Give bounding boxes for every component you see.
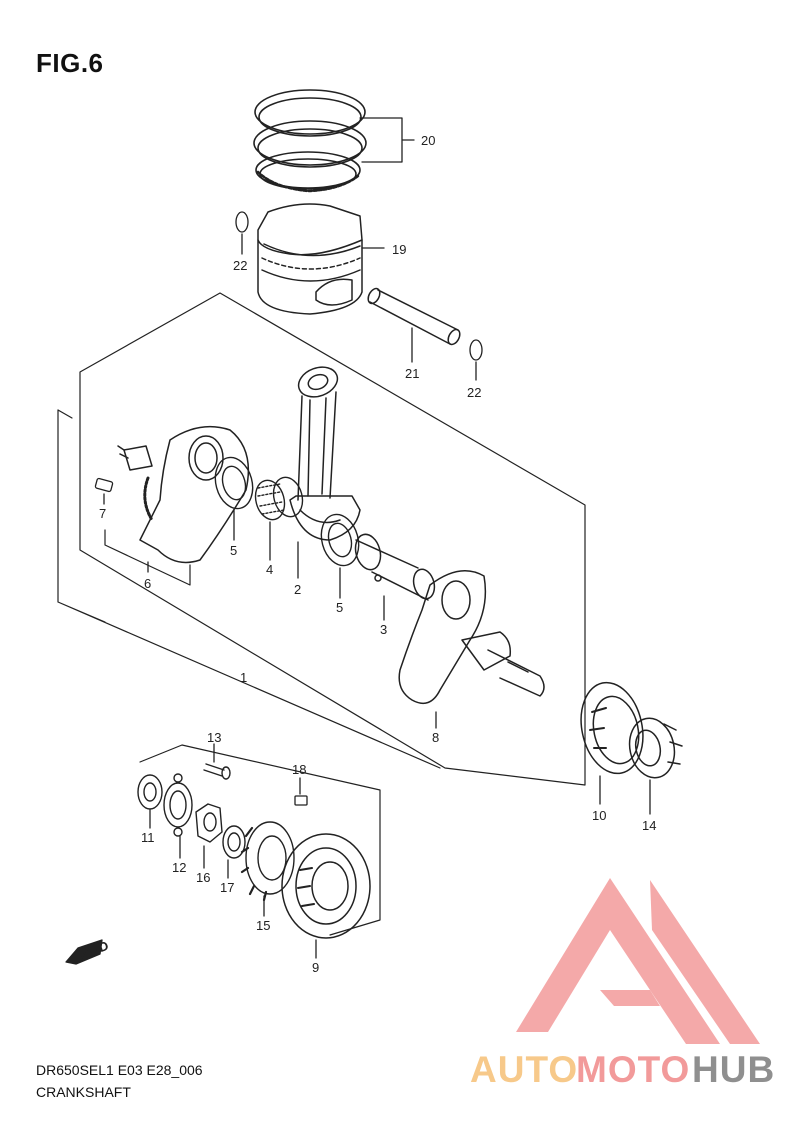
bearing-retainer: [163, 773, 193, 837]
crankshaft-nut: [628, 717, 683, 779]
callout-19: 19: [392, 242, 406, 257]
thrust-washer-left: [214, 456, 254, 510]
fwd-label: FWD: [78, 938, 111, 962]
diagram-name: CRANKSHAFT: [36, 1084, 131, 1100]
leader-20: [359, 117, 415, 163]
piston: [257, 203, 363, 315]
callout-22a: 22: [233, 258, 247, 273]
oil-seal: [137, 774, 163, 810]
callout-10: 10: [592, 808, 606, 823]
callout-12: 12: [172, 860, 186, 875]
watermark-word-hub: HUB: [692, 1049, 776, 1090]
thrust-washer-right: [320, 513, 360, 567]
watermark-word-moto: MOTO: [576, 1049, 691, 1090]
callout-8: 8: [432, 730, 439, 745]
callout-5a: 5: [230, 543, 237, 558]
bracket-balancer-group: [139, 744, 381, 936]
crank-pin: [354, 533, 436, 601]
watermark-logo: [516, 878, 760, 1044]
callout-4: 4: [266, 562, 273, 577]
main-bearing-left: [281, 833, 371, 939]
callout-16: 16: [196, 870, 210, 885]
callout-13: 13: [207, 730, 221, 745]
callout-22b: 22: [467, 385, 481, 400]
pin-clip-right: [469, 339, 483, 361]
callout-14: 14: [642, 818, 656, 833]
big-end-bearing: [254, 476, 304, 521]
diagram-model-code: DR650SEL1 E03 E28_006: [36, 1062, 203, 1078]
callout-18: 18: [292, 762, 306, 777]
balancer-washer: [222, 825, 246, 859]
callout-20: 20: [421, 133, 435, 148]
balancer-drive-gear: [240, 821, 295, 902]
connecting-rod: [289, 366, 361, 541]
retainer-bolt: [203, 763, 231, 780]
pin-clip-left: [235, 211, 249, 233]
callout-21: 21: [405, 366, 419, 381]
figure-title: FIG.6: [36, 48, 104, 78]
crankshaft-right-web: [398, 569, 545, 705]
main-bearing-right: [580, 681, 644, 775]
balancer-nut: [195, 803, 223, 843]
callout-7: 7: [99, 506, 106, 521]
woodruff-key: [94, 477, 114, 493]
callout-15: 15: [256, 918, 270, 933]
gear-key: [294, 795, 308, 806]
callout-17: 17: [220, 880, 234, 895]
callout-5b: 5: [336, 600, 343, 615]
callout-6: 6: [144, 576, 151, 591]
callout-9: 9: [312, 960, 319, 975]
callout-2: 2: [294, 582, 301, 597]
bracket-crankshaft-outer: [57, 409, 441, 769]
callout-11: 11: [141, 830, 155, 845]
crankshaft-left-web: [117, 425, 250, 564]
callout-3: 3: [380, 622, 387, 637]
fwd-direction-badge: FWD: [65, 938, 111, 965]
piston-pin: [367, 287, 461, 346]
bracket-crankshaft-assembly: [79, 292, 586, 786]
piston-rings: [253, 89, 367, 193]
callout-1: 1: [240, 670, 247, 685]
watermark-word-auto: AUTO: [470, 1049, 579, 1090]
